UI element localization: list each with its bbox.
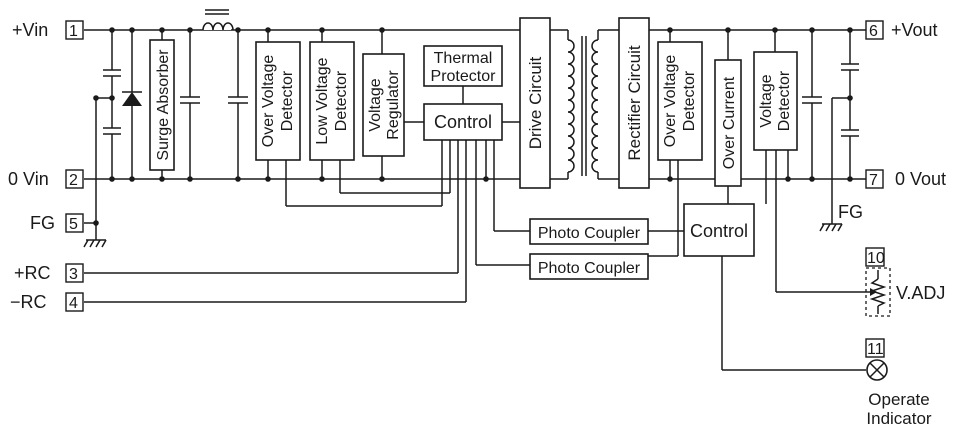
y-capacitor-pair (103, 27, 121, 182)
terminal-vout-pos-pin: 6 (869, 23, 878, 40)
output-ground-icon (819, 223, 843, 232)
terminal-rc-pos-label: +RC (14, 263, 51, 283)
terminal-vadj-pin: 10 (867, 250, 885, 267)
terminal-vout-0-label: 0 Vout (895, 169, 946, 189)
rectifier-circuit-block: Rectifier Circuit (618, 17, 650, 189)
indicator-label-line2: Indicator (866, 409, 932, 428)
terminal-vout-0: 7 0 Vout (865, 169, 946, 189)
terminal-fg-in-label: FG (30, 213, 55, 233)
control-input-label: Control (434, 112, 492, 132)
photo-coupler-1-label: Photo Coupler (538, 225, 641, 242)
input-rails (84, 29, 520, 180)
thermal-protector-line1: Thermal (434, 50, 493, 67)
ground-icon (83, 239, 107, 248)
output-y-capacitor-pair (831, 27, 859, 224)
fg-input-wiring (84, 95, 112, 240)
over-voltage-detector-input-line1: Over Voltage (260, 55, 277, 148)
voltage-regulator-line2: Regulator (385, 70, 402, 140)
photo-coupler-2-block: Photo Coupler (529, 253, 649, 280)
terminal-rc-neg: −RC 4 (10, 292, 84, 312)
terminal-fg-in-pin: 5 (69, 216, 78, 233)
terminal-vout-pos: 6 +Vout (865, 20, 938, 40)
over-current-label: Over Current (721, 76, 738, 169)
low-voltage-detector-line1: Low Voltage (314, 57, 331, 144)
indicator-label-line1: Operate (868, 390, 929, 409)
terminal-vin-0-pin: 2 (69, 172, 78, 189)
fg-output-label: FG (838, 202, 863, 222)
input-capacitor-1 (180, 27, 200, 182)
terminal-vin-0: 0 Vin 2 (8, 169, 84, 189)
over-voltage-detector-output-line2: Detector (681, 70, 698, 131)
surge-absorber-block: Surge Absorber (149, 27, 175, 182)
control-output-label: Control (690, 221, 748, 241)
terminal-vout-0-pin: 7 (869, 172, 878, 189)
over-voltage-detector-output-line1: Over Voltage (662, 55, 679, 148)
over-voltage-detector-input-block: Over Voltage Detector (255, 27, 301, 206)
terminal-fg-in: FG 5 (30, 213, 84, 233)
voltage-detector-output-line2: Detector (776, 70, 793, 131)
terminal-vin-pos-pin: 1 (69, 23, 78, 40)
output-rails (649, 29, 866, 180)
photo-coupler-2-label: Photo Coupler (538, 260, 641, 277)
low-voltage-detector-block: Low Voltage Detector (309, 27, 355, 193)
voltage-regulator-block: Voltage Regulator (362, 27, 424, 182)
common-mode-choke-icon (202, 9, 234, 31)
transformer-icon (550, 29, 619, 180)
terminal-rc-pos-pin: 3 (69, 266, 78, 283)
drive-circuit-label: Drive Circuit (526, 56, 545, 149)
over-voltage-detector-input-line2: Detector (279, 70, 296, 131)
terminal-vin-pos-label: +Vin (12, 20, 48, 40)
terminal-vadj: 10 V.ADJ (865, 247, 945, 317)
photo-coupler-1-block: Photo Coupler (529, 218, 684, 245)
terminal-vin-0-label: 0 Vin (8, 169, 49, 189)
output-capacitor (802, 27, 822, 182)
control-output-block: Control (683, 203, 866, 371)
terminal-rc-neg-pin: 4 (69, 295, 78, 312)
diode-icon (122, 27, 142, 182)
terminal-vin-pos: +Vin 1 (12, 20, 84, 40)
lamp-icon (866, 359, 888, 381)
drive-circuit-block: Drive Circuit (519, 17, 551, 189)
over-current-block: Over Current (714, 27, 742, 204)
voltage-regulator-line1: Voltage (367, 78, 384, 131)
terminal-indicator-pin: 11 (867, 341, 884, 358)
control-bus-wiring (84, 140, 530, 303)
voltage-detector-output-line1: Voltage (758, 74, 775, 127)
over-voltage-detector-output-block: Over Voltage Detector (648, 27, 703, 257)
voltage-detector-output-block: Voltage Detector (753, 27, 866, 293)
surge-absorber-label: Surge Absorber (155, 49, 172, 161)
terminal-rc-neg-label: −RC (10, 292, 47, 312)
rectifier-circuit-label: Rectifier Circuit (625, 45, 644, 161)
terminal-vadj-label: V.ADJ (896, 283, 945, 303)
thermal-protector-block: Thermal Protector (423, 45, 503, 104)
thermal-protector-line2: Protector (431, 68, 497, 85)
terminal-operate-indicator: 11 Operate Indicator (865, 338, 932, 428)
low-voltage-detector-line2: Detector (333, 70, 350, 131)
terminal-rc-pos: +RC 3 (14, 263, 84, 283)
input-capacitor-2 (228, 27, 248, 182)
control-input-block: Control (423, 103, 520, 141)
terminal-vout-pos-label: +Vout (891, 20, 938, 40)
